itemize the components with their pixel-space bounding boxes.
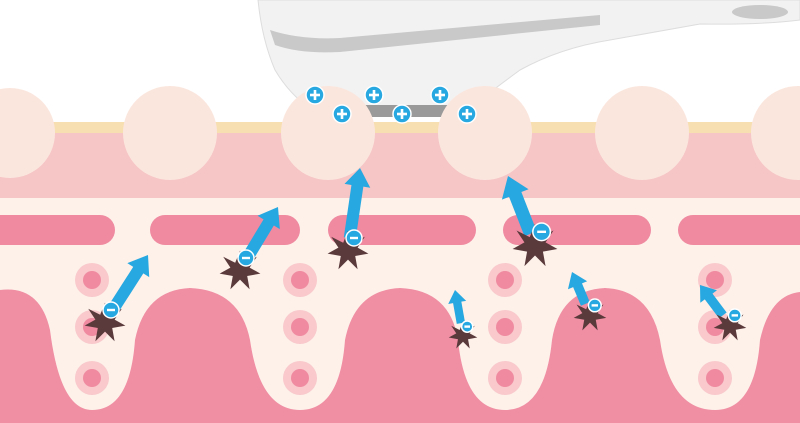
dirt-particle-with-arrow — [219, 207, 280, 290]
plus-icon — [430, 85, 450, 105]
positive-ions — [305, 85, 477, 124]
plus-icon — [364, 85, 384, 105]
dirt-particle-with-arrow — [501, 175, 558, 267]
minus-icon — [237, 249, 255, 267]
dirt-particle-with-arrow — [567, 271, 607, 331]
minus-icon — [345, 229, 363, 247]
minus-icon — [727, 308, 742, 323]
cell-dot — [283, 263, 317, 297]
cell-dot — [283, 361, 317, 395]
minus-icon — [587, 298, 602, 313]
arrow-up-icon — [501, 175, 537, 237]
plus-icon — [305, 85, 325, 105]
cell-dot — [488, 310, 522, 344]
cell-dot — [488, 361, 522, 395]
cell-dot — [75, 263, 109, 297]
dirt-particle-with-arrow — [84, 255, 150, 342]
minus-icon — [102, 301, 120, 319]
plus-icon — [392, 104, 412, 124]
arrow-up-icon — [106, 255, 150, 316]
plus-icon — [457, 104, 477, 124]
upper-bumps — [0, 86, 800, 180]
cell-dot — [283, 310, 317, 344]
cell-dot — [75, 361, 109, 395]
arrow-up-icon — [448, 290, 467, 324]
dermis — [0, 288, 800, 423]
dirt-particle-with-arrow — [327, 168, 371, 270]
ion-arrows — [84, 168, 747, 349]
arrow-up-icon — [241, 207, 280, 263]
cell-dot — [488, 263, 522, 297]
epidermis-strip — [0, 122, 800, 133]
arrow-up-icon — [567, 271, 590, 306]
dirt-particle-with-arrow — [700, 284, 747, 341]
plus-icon — [332, 104, 352, 124]
dirt-particle-with-arrow — [448, 290, 478, 349]
arrow-up-icon — [343, 168, 371, 239]
minus-icon — [532, 222, 552, 242]
cell-dot — [698, 361, 732, 395]
arrow-up-icon — [700, 284, 727, 319]
minus-icon — [460, 320, 474, 333]
